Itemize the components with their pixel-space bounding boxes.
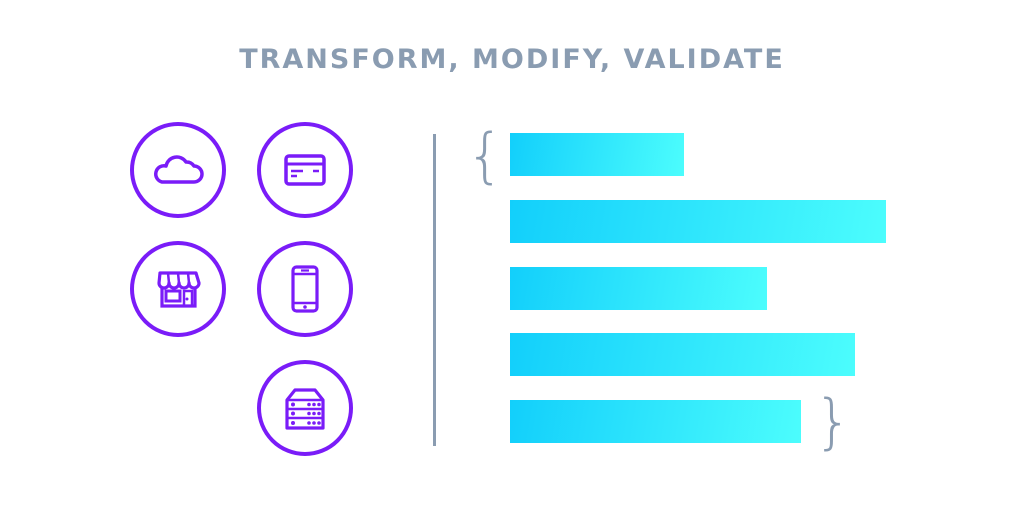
smartphone-icon [291, 265, 319, 313]
data-bar-1 [510, 133, 684, 176]
storefront-icon [157, 271, 201, 308]
data-bar-5 [510, 400, 801, 443]
server-icon-circle [257, 360, 353, 456]
data-bar-2 [510, 200, 886, 243]
storefront-icon-circle [130, 241, 226, 337]
data-bar-3 [510, 267, 767, 310]
server-icon [285, 388, 325, 430]
credit-card-icon [284, 154, 326, 186]
divider-line [433, 134, 436, 446]
cloud-icon-circle [130, 122, 226, 218]
close-brace: } [814, 387, 853, 457]
open-brace: { [466, 121, 505, 191]
smartphone-icon-circle [257, 241, 353, 337]
page-title: TRANSFORM, MODIFY, VALIDATE [239, 44, 785, 75]
credit-card-icon-circle [257, 122, 353, 218]
data-bar-4 [510, 333, 855, 376]
cloud-icon [154, 155, 204, 184]
